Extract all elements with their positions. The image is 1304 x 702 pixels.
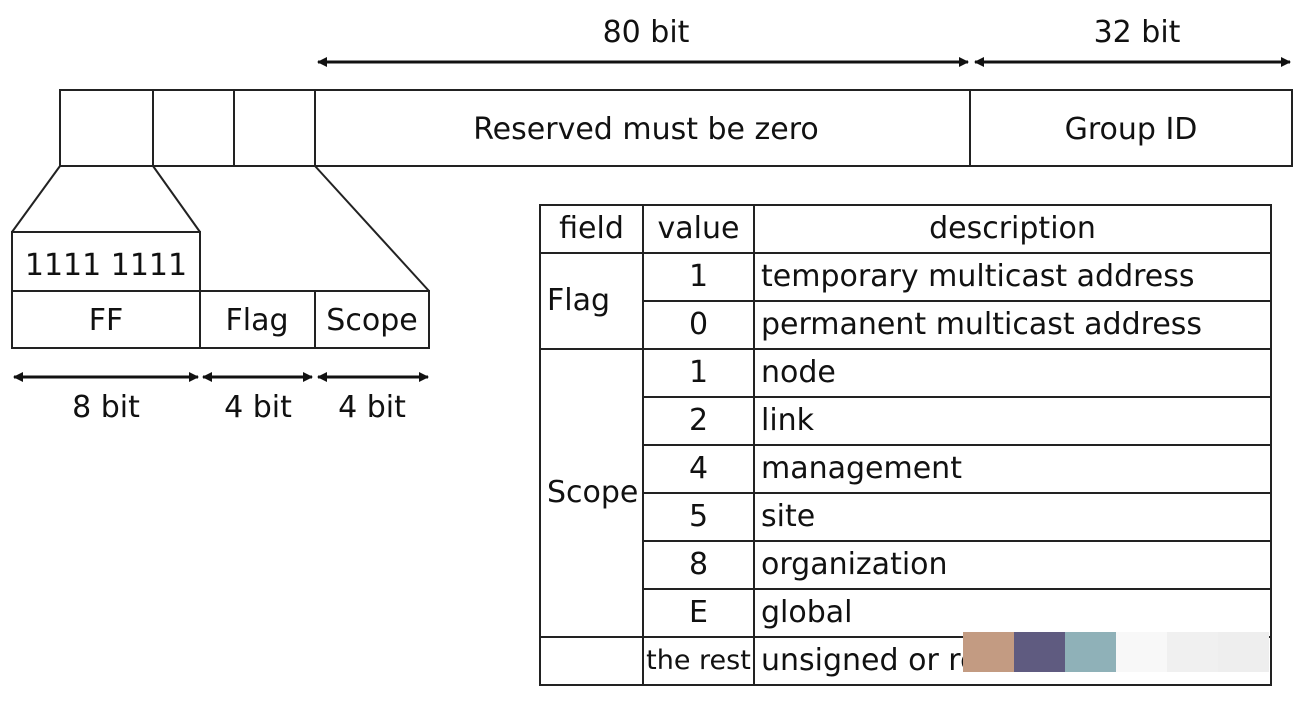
value-cell: 2 (642, 396, 755, 446)
value-cell: 1 (642, 252, 755, 302)
watermark-swatch (1014, 632, 1065, 672)
description-cell: management (753, 444, 1272, 494)
header-field: field (539, 204, 644, 254)
field-value-table: field value description Flag 1 temporary… (539, 204, 1272, 686)
description-cell: node (753, 348, 1272, 398)
table-row: 0 permanent multicast address (540, 300, 1272, 350)
detail-bar (11, 290, 430, 349)
label-80-bit: 80 bit (603, 15, 690, 50)
prefix-box (11, 231, 201, 292)
label-8-bit: 8 bit (72, 390, 140, 425)
scope-group-label: Scope (539, 348, 644, 638)
ff-field-label: FF (89, 303, 124, 338)
watermark-swatch (1218, 632, 1269, 672)
zoom-line-right (314, 165, 430, 292)
value-cell: E (642, 588, 755, 638)
prefix-value: 1111 1111 (25, 248, 187, 283)
watermark-swatch (1116, 632, 1167, 672)
value-cell: the rest (642, 636, 755, 686)
value-cell: 1 (642, 348, 755, 398)
zoom-line-middle (152, 165, 201, 233)
description-cell: link (753, 396, 1272, 446)
watermark-swatch (1065, 632, 1116, 672)
watermark-swatch (963, 632, 1014, 672)
flag-field-label: Flag (225, 303, 288, 338)
value-cell: 4 (642, 444, 755, 494)
address-bar (59, 89, 1293, 167)
table-row: Scope 1 node (539, 348, 1272, 638)
description-cell: temporary multicast address (753, 252, 1272, 302)
table-row: Flag 1 temporary multicast address (539, 252, 1272, 350)
description-cell: site (753, 492, 1272, 542)
watermark-overlay (963, 632, 1269, 672)
header-value: value (642, 204, 755, 254)
table-header-row: field value description (539, 204, 1272, 254)
table-row: 2 link (540, 396, 1272, 446)
header-description: description (753, 204, 1272, 254)
zoom-line-left (11, 165, 61, 233)
watermark-swatch (1167, 632, 1218, 672)
label-32-bit: 32 bit (1094, 15, 1181, 50)
description-cell: permanent multicast address (753, 300, 1272, 350)
empty-field-cell (539, 636, 644, 686)
value-cell: 8 (642, 540, 755, 590)
flag-group-label: Flag (539, 252, 644, 350)
value-cell: 0 (642, 300, 755, 350)
scope-field-label: Scope (326, 303, 417, 338)
description-cell: organization (753, 540, 1272, 590)
description-cell: global (753, 588, 1272, 638)
table-row: 4 management (540, 444, 1272, 494)
reserved-field-label: Reserved must be zero (473, 112, 819, 147)
table-row: E global (540, 588, 1272, 638)
label-4-bit-scope: 4 bit (338, 390, 406, 425)
group-id-field-label: Group ID (1065, 112, 1198, 147)
label-4-bit-flag: 4 bit (224, 390, 292, 425)
table-row: 8 organization (540, 540, 1272, 590)
table-row: 5 site (540, 492, 1272, 542)
value-cell: 5 (642, 492, 755, 542)
